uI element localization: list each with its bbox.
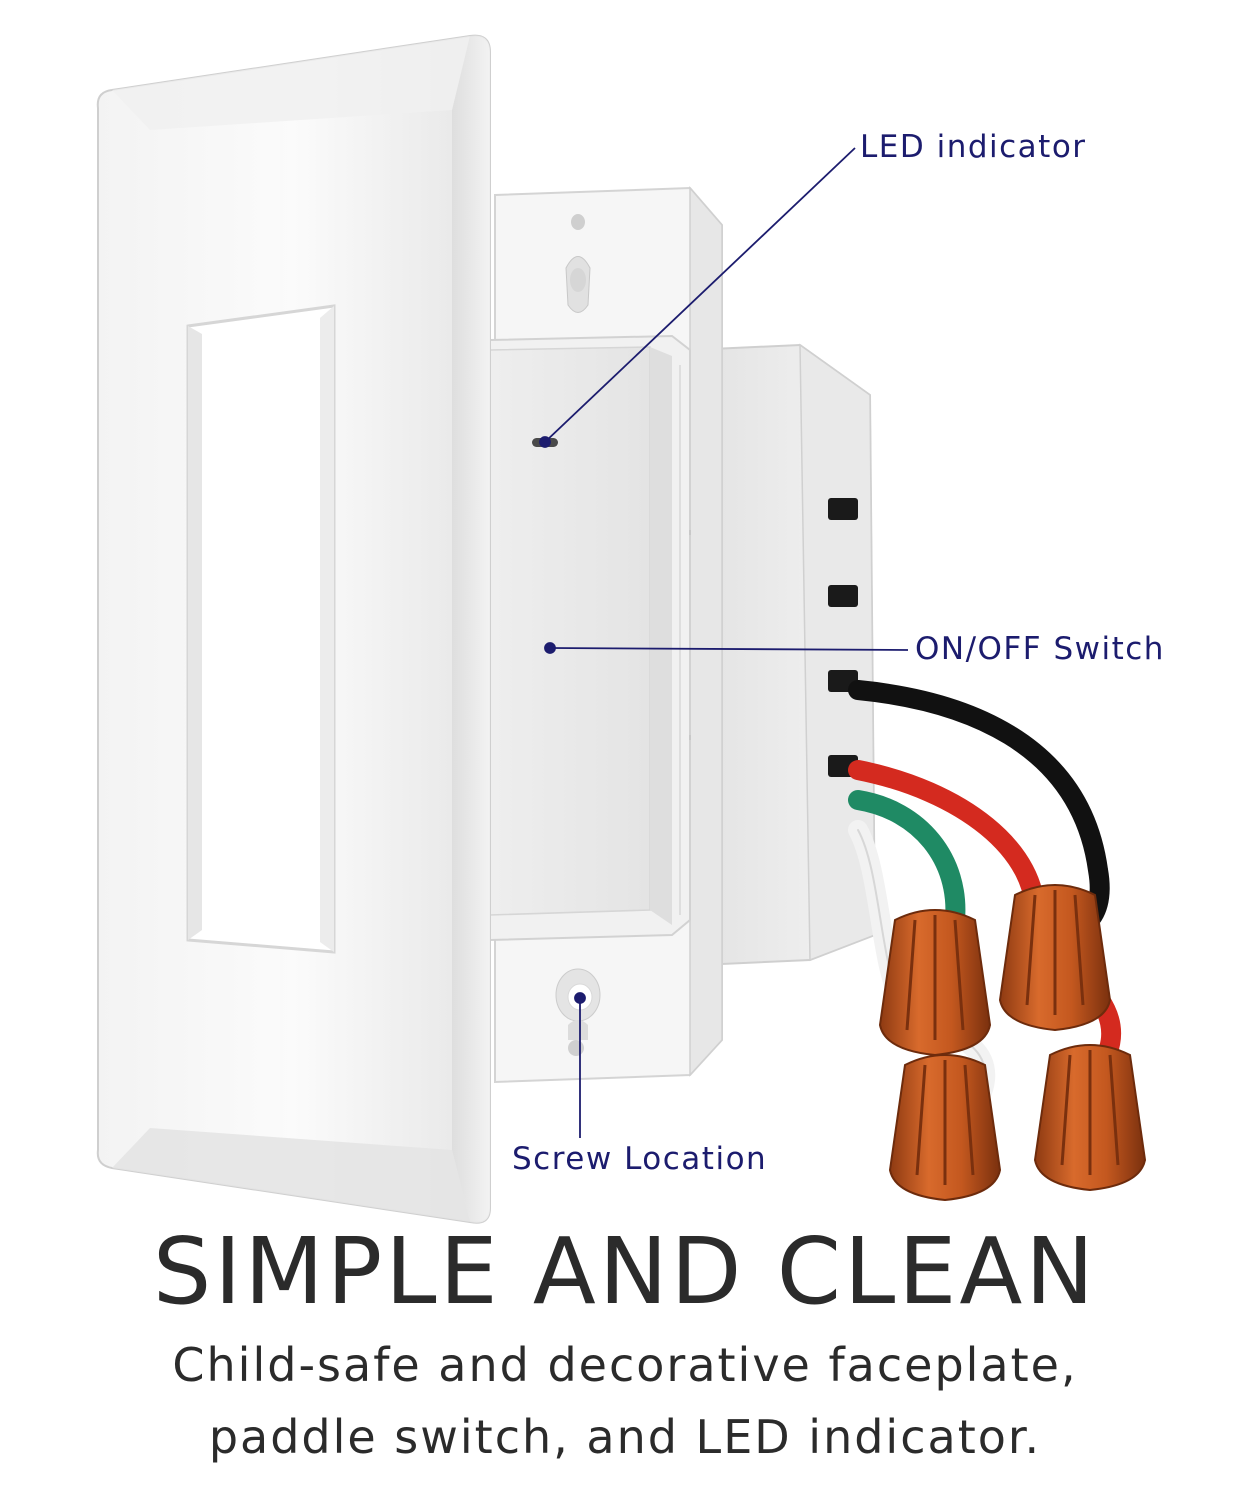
description-line-2: paddle switch, and LED indicator. bbox=[208, 1410, 1042, 1464]
smart-switch-product-image bbox=[96, 34, 1147, 1224]
wire-nuts bbox=[878, 884, 1147, 1202]
paddle-switch bbox=[489, 334, 691, 942]
wire-nut bbox=[888, 1054, 1002, 1202]
callout-lines bbox=[539, 147, 909, 1138]
description-line-1: Child-safe and decorative faceplate, bbox=[172, 1338, 1078, 1392]
decorative-faceplate bbox=[96, 34, 491, 1224]
headline: SIMPLE AND CLEAN bbox=[152, 1218, 1098, 1325]
led-indicator-callout: LED indicator bbox=[860, 129, 1087, 165]
wire-nut bbox=[1033, 1044, 1147, 1192]
screw-location-callout: Screw Location bbox=[512, 1141, 768, 1177]
wire-nut bbox=[878, 909, 992, 1057]
wire-nut bbox=[998, 884, 1112, 1032]
on-off-switch-callout: ON/OFF Switch bbox=[915, 631, 1165, 667]
